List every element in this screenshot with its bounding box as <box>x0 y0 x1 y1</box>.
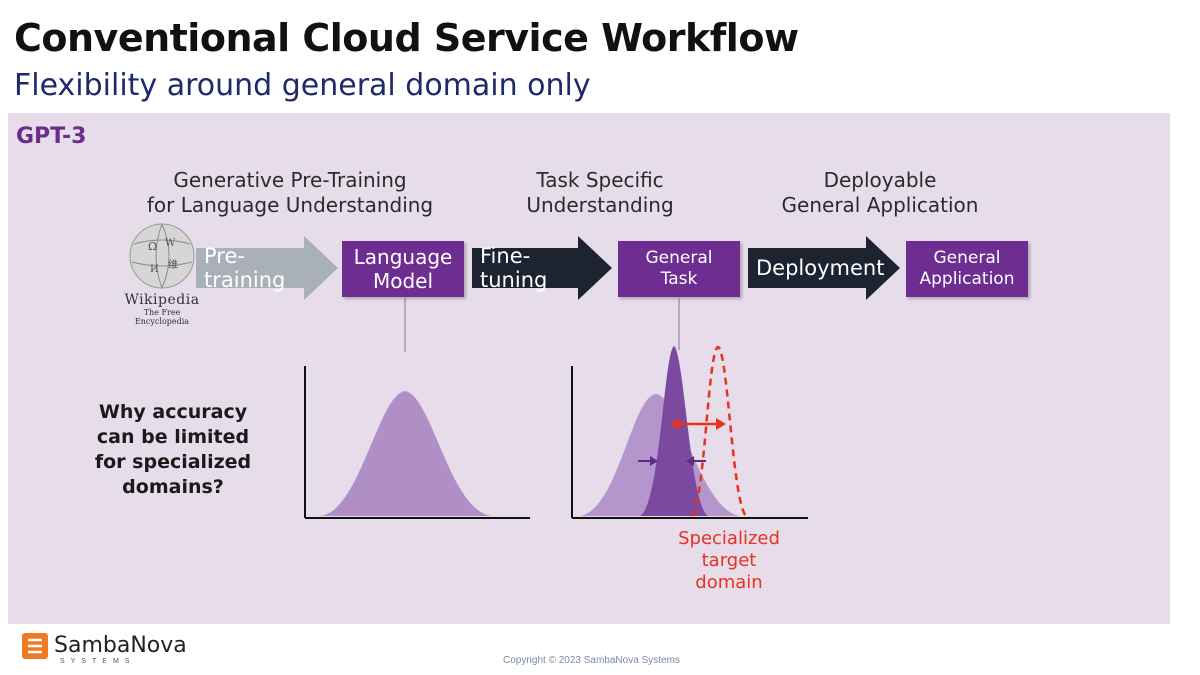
svg-text:W: W <box>165 238 176 249</box>
general-task-line2: Task <box>660 269 698 289</box>
finetuning-arrow <box>472 236 612 300</box>
general-distribution-curve <box>320 391 492 516</box>
pretraining-arrow <box>196 236 338 300</box>
wikipedia-tagline: The Free Encyclopedia <box>134 308 190 326</box>
language-model-line1: Language <box>353 245 453 269</box>
pretraining-heading: Generative Pre-Training for Language Und… <box>140 168 440 218</box>
task-heading: Task Specific Understanding <box>500 168 700 218</box>
general-domain-chart <box>304 366 530 519</box>
panel-label: GPT-3 <box>16 124 87 149</box>
specialized-line1: Specialized <box>678 528 780 549</box>
deployment-arrow <box>748 236 900 300</box>
task-heading-line2: Understanding <box>526 193 674 217</box>
deploy-heading-line2: General Application <box>781 193 979 217</box>
accuracy-question: Why accuracy can be limited for speciali… <box>92 400 254 500</box>
general-application-box: General Application <box>906 241 1028 297</box>
slide-subtitle: Flexibility around general domain only <box>14 68 591 103</box>
finetuning-label: Fine-tuning <box>480 244 548 292</box>
svg-text:И: И <box>150 264 159 275</box>
pretraining-heading-line1: Generative Pre-Training <box>173 168 407 192</box>
narrow-distribution-curve <box>640 346 708 516</box>
slide-title: Conventional Cloud Service Workflow <box>14 16 799 60</box>
svg-text:Ω: Ω <box>148 240 157 253</box>
svg-text:维: 维 <box>168 258 178 271</box>
wikipedia-name: Wikipedia <box>124 292 200 308</box>
specialized-line2: target <box>701 550 757 571</box>
specialized-line3: domain <box>695 572 763 593</box>
question-line3: for specialized <box>94 451 252 473</box>
question-line4: domains? <box>122 476 224 498</box>
task-heading-line1: Task Specific <box>536 168 664 192</box>
copyright: Copyright © 2023 SambaNova Systems <box>503 655 680 666</box>
brand-subtitle: SYSTEMS <box>60 658 136 665</box>
deploy-heading-line1: Deployable <box>823 168 937 192</box>
brand-name: SambaNova <box>54 633 187 658</box>
general-application-line1: General <box>933 248 1001 268</box>
diagram-panel <box>8 113 1170 624</box>
general-task-line1: General <box>645 248 713 268</box>
sambanova-logo-icon <box>22 633 48 659</box>
general-application-line2: Application <box>919 269 1015 289</box>
wikipedia-globe-icon: Ω W И 维 <box>129 223 195 289</box>
specialized-domain-chart <box>571 345 808 519</box>
language-model-box: Language Model <box>342 241 464 297</box>
specialized-distribution-curve <box>690 345 748 517</box>
pretraining-label: Pre-training <box>204 244 286 292</box>
deploy-heading: Deployable General Application <box>760 168 1000 218</box>
question-line1: Why accuracy <box>98 401 248 423</box>
deployment-label: Deployment <box>756 256 885 280</box>
language-model-line2: Model <box>372 269 434 293</box>
question-line2: can be limited <box>96 426 250 448</box>
wikipedia-wordmark: Wikipedia The Free Encyclopedia <box>116 292 208 326</box>
general-task-box: General Task <box>618 241 740 297</box>
specialized-domain-label: Specialized target domain <box>664 528 794 594</box>
pretraining-heading-line2: for Language Understanding <box>146 193 434 217</box>
